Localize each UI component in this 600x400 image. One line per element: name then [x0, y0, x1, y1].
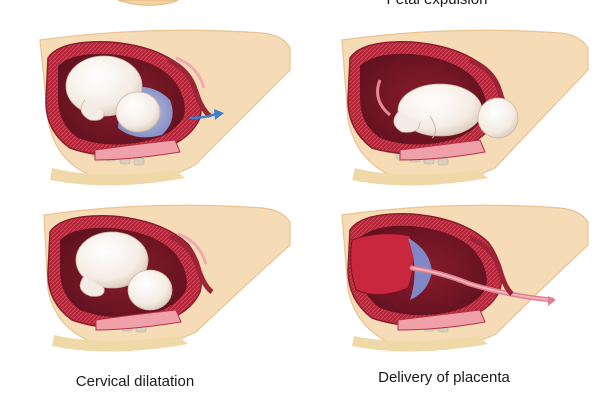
- top-left-cropped-panel: [117, 0, 179, 6]
- panel-delivery-of-placenta: [341, 204, 589, 352]
- caption-cervical-dilatation: Cervical dilatation: [75, 373, 195, 390]
- panel-fetal-expulsion: [341, 29, 589, 186]
- panel-cervical-dilatation: [43, 204, 291, 352]
- panel-rupture-of-membranes: [39, 29, 291, 186]
- fetus: [65, 55, 161, 133]
- caption-delivery-of-placenta: Delivery of placenta: [378, 369, 510, 386]
- caption-fetal-expulsion: Fetal expulsion: [387, 0, 488, 8]
- fluid-arrow: [189, 112, 217, 120]
- placenta: [350, 233, 414, 295]
- fetus: [393, 83, 519, 139]
- fetus: [75, 231, 173, 311]
